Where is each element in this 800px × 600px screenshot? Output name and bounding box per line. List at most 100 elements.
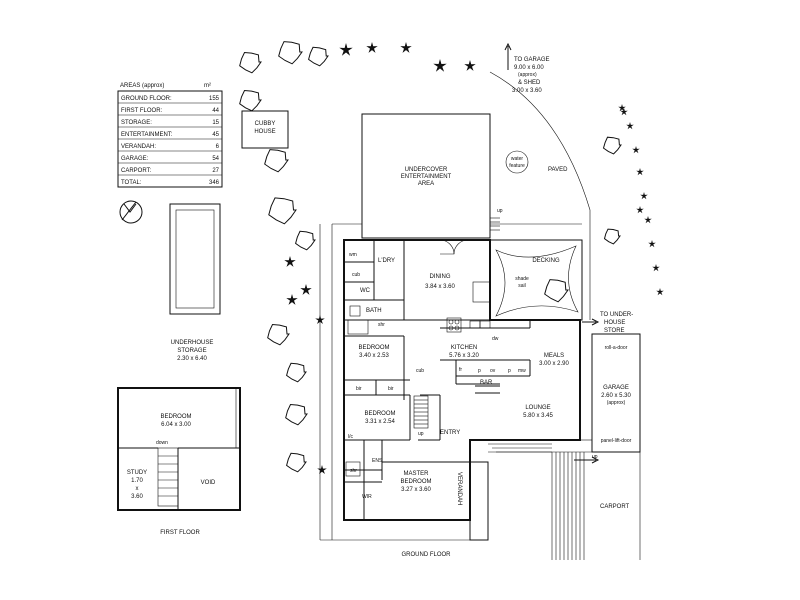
area-row-label: VERANDAH: <box>121 144 156 150</box>
dining-name: DINING <box>430 274 451 280</box>
shrub-icon <box>300 284 312 295</box>
bush-icon <box>239 51 262 74</box>
bir-label-2: bir <box>388 386 394 392</box>
master-name-2: BEDROOM <box>400 479 431 485</box>
up-label-stairs: up <box>418 431 424 437</box>
areas-table: AREAS (approx) m² GROUND FLOOR:155FIRST … <box>117 83 223 188</box>
shrub-icon <box>400 42 412 53</box>
garden-trees <box>239 41 664 474</box>
area-row-value: 44 <box>212 108 219 114</box>
kitchen-size: 5.76 x 3.20 <box>449 353 479 359</box>
bedroom-2-name: BEDROOM <box>358 345 389 351</box>
deck-steps <box>472 281 491 303</box>
shrub-icon <box>656 288 664 296</box>
undercover-label-1: UNDERCOVER <box>405 167 448 173</box>
roll-door-label: roll-a-door <box>605 345 628 351</box>
lounge-size: 5.80 x 3.45 <box>523 413 553 419</box>
bush-icon <box>286 362 307 383</box>
areas-title: AREAS (approx) <box>120 83 164 89</box>
bath-label: BATH <box>366 308 382 314</box>
area-row-label: TOTAL: <box>121 180 142 186</box>
first-floor-bedroom-name: BEDROOM <box>160 414 191 420</box>
shade-label-2: sail <box>518 283 526 289</box>
area-row-label: CARPORT: <box>121 168 152 174</box>
shrub-icon <box>464 60 476 71</box>
verandah <box>469 461 489 541</box>
shrub-icon <box>618 104 626 112</box>
dining-door-2 <box>453 239 469 255</box>
ens-label: ENS <box>372 458 383 464</box>
dining-door <box>439 239 455 255</box>
shrub-icon <box>632 146 640 154</box>
shrub-icon <box>339 43 353 56</box>
to-garage-label-4: & SHED <box>518 80 541 86</box>
cubby-house <box>241 110 289 149</box>
undercover-label-2: ENTERTAINMENT <box>401 174 452 180</box>
decking-label: DECKING <box>532 258 560 264</box>
verandah-label: VERANDAH <box>456 472 462 505</box>
down-label: down <box>156 440 168 446</box>
wm-label: wm <box>349 252 357 258</box>
bathtub <box>347 319 369 335</box>
area-row-value: 15 <box>212 120 219 126</box>
underhouse-store-label-1: TO UNDER- <box>600 312 633 318</box>
study-label-4: 3.60 <box>131 494 143 500</box>
north-arrow-icon <box>119 200 143 224</box>
up-label-north: up <box>497 208 503 214</box>
undercover-label-3: AREA <box>418 181 434 187</box>
underhouse-arrow-icon <box>582 318 600 326</box>
garage-size: 2.60 x 5.30 <box>601 393 631 399</box>
water-label-1: water <box>511 156 524 162</box>
oven-label: ov <box>490 368 496 374</box>
meals-name: MEALS <box>544 353 564 359</box>
bush-icon <box>308 46 329 67</box>
underhouse-store-label-2: HOUSE <box>604 320 625 326</box>
area-row-value: 155 <box>209 96 220 102</box>
shrub-icon <box>284 256 296 267</box>
bedroom-3-name: BEDROOM <box>364 411 395 417</box>
dw-label: dw <box>492 336 499 342</box>
shrub-icon <box>317 465 327 474</box>
bush-icon <box>286 452 307 473</box>
shrub-icon <box>626 122 634 130</box>
to-garage-label-1: TO GARAGE <box>514 57 550 63</box>
underhouse-label-1: UNDERHOUSE <box>171 340 214 346</box>
bush-icon <box>267 323 290 346</box>
shrub-icon <box>620 108 628 116</box>
up-label-carport: up <box>592 454 598 460</box>
void-label: VOID <box>201 480 216 486</box>
master-name-1: MASTER <box>403 471 429 477</box>
underhouse-storage <box>169 203 221 315</box>
pantry-label-2: p <box>508 368 511 374</box>
dining-size: 3.84 x 3.60 <box>425 284 455 290</box>
to-garage-label-5: 3.00 x 3.60 <box>512 88 542 94</box>
area-row-value: 27 <box>212 168 219 174</box>
underhouse-label-3: 2.30 x 6.40 <box>177 356 207 362</box>
first-floor-label: FIRST FLOOR <box>160 530 200 536</box>
shrub-icon <box>366 42 378 53</box>
bush-icon <box>239 89 262 112</box>
decking <box>489 239 583 321</box>
cooktop-icon <box>446 317 462 333</box>
area-row-label: GROUND FLOOR: <box>121 96 172 102</box>
bar-label: BAR <box>480 380 493 386</box>
area-row-label: STORAGE: <box>121 120 152 126</box>
underhouse-store-label-3: STORE <box>604 328 625 334</box>
study-label-2: 1.70 <box>131 478 143 484</box>
shrub-icon <box>433 59 447 72</box>
shrub-icon <box>640 192 648 200</box>
steps-north <box>490 217 500 231</box>
bush-icon <box>295 230 316 251</box>
lounge-name: LOUNGE <box>525 405 550 411</box>
paved-label: PAVED <box>548 167 568 173</box>
area-row-value: 54 <box>212 156 219 162</box>
area-row-value: 346 <box>209 180 220 186</box>
panel-door-label: panel-lift-door <box>601 438 632 444</box>
study-label-1: STUDY <box>127 470 147 476</box>
area-row-label: ENTERTAINMENT: <box>121 132 173 138</box>
shrub-icon <box>648 240 656 248</box>
sink-icon-2 <box>479 320 491 329</box>
pantry-label-1: p <box>478 368 481 374</box>
shrub-icon <box>644 216 652 224</box>
shr-label-bath: shr <box>378 322 385 328</box>
